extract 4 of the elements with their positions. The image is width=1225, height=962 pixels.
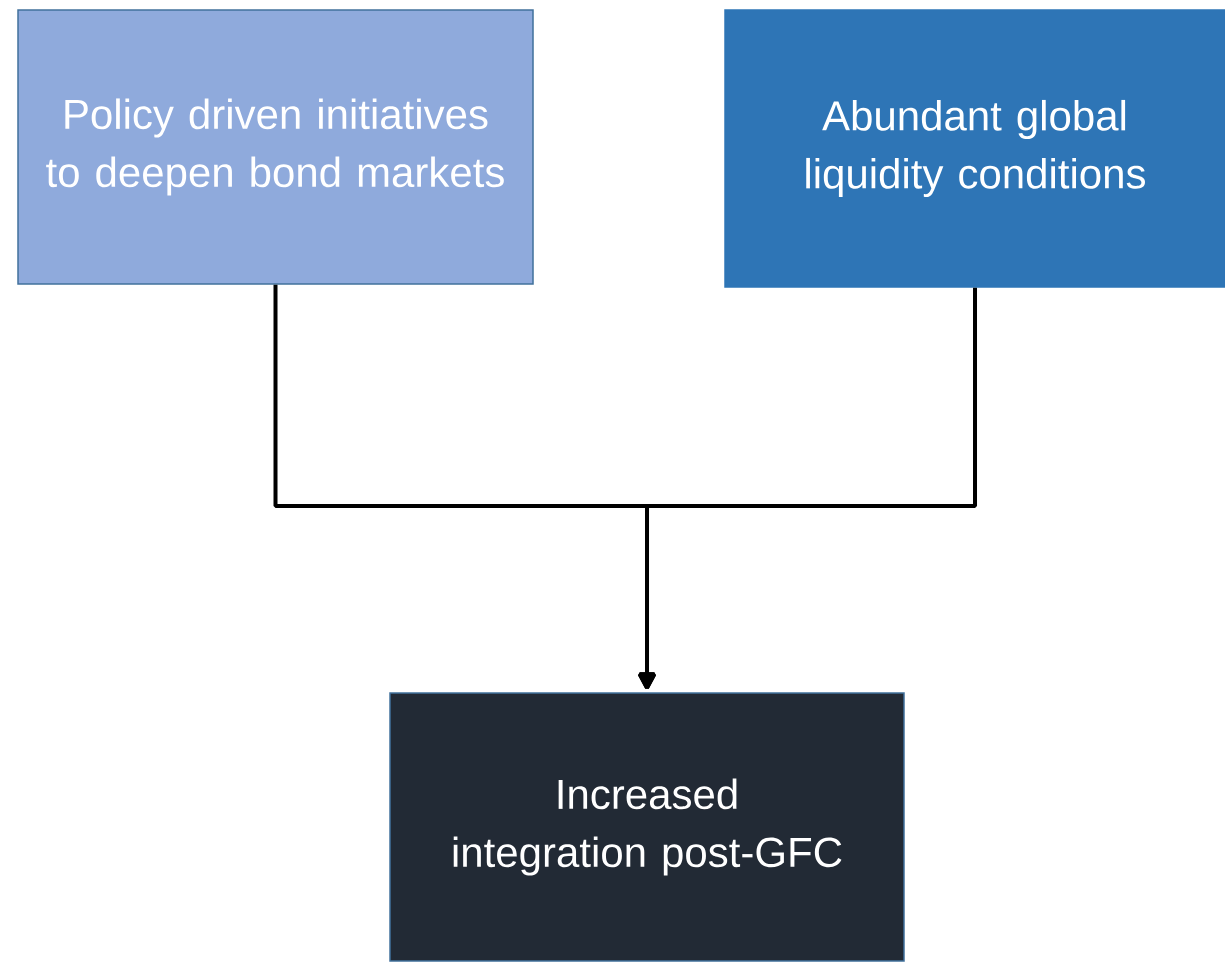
arrow <box>637 287 977 690</box>
process-box: Abundant global liquidity conditions <box>724 9 1225 288</box>
process-box: Increased integration post-GFC <box>389 692 905 962</box>
process-box: Policy driven initiatives to deepen bond markets <box>17 9 534 285</box>
